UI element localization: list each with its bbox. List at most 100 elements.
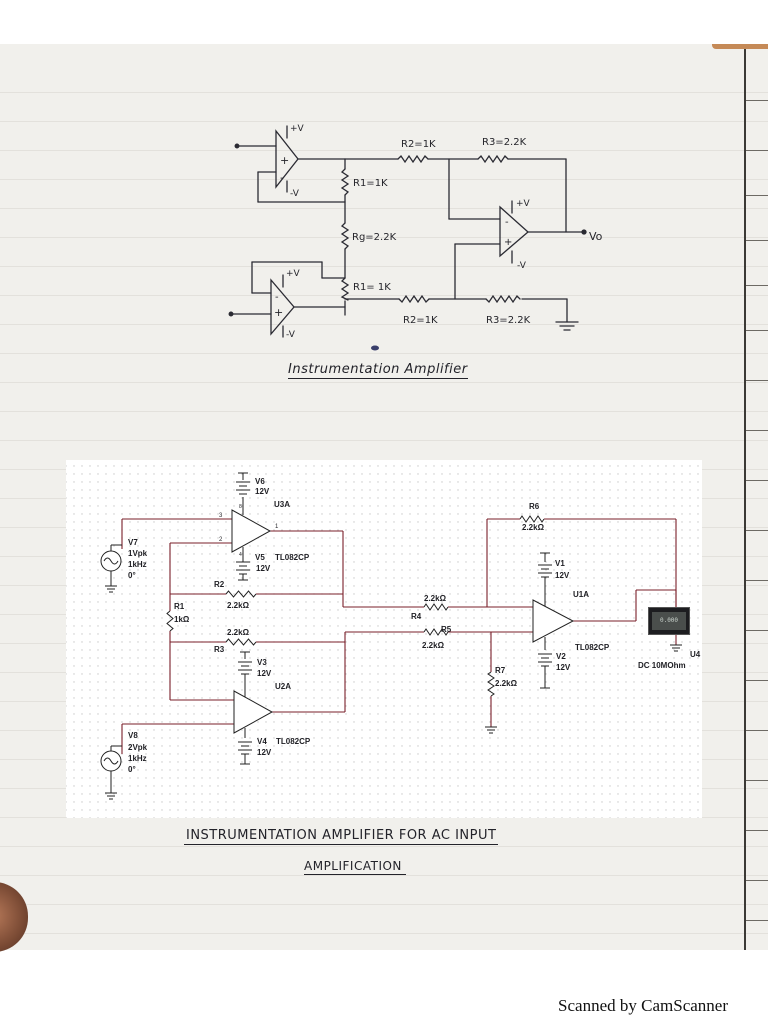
resistor-rg [340,222,350,250]
resistor-r3-bottom [485,294,521,304]
battery-v4 [238,741,252,765]
r2-bottom-label: R2=1K [403,315,438,326]
opamp-right [499,205,529,258]
multimeter-display: 0.000 [652,612,686,630]
resistor-r2 [225,590,257,598]
r1-top-label: R1=1K [353,178,388,189]
opamp-top-left [275,129,299,189]
ruled-line [0,353,768,354]
ground-v7 [105,585,117,593]
ground-v8 [105,792,117,800]
v7-frequency: 1kHz [128,560,147,569]
bottom-minus-sign: - [275,292,279,303]
page-edge-tab [746,730,768,731]
battery-v1 [538,552,552,594]
r3-top-label: R3=2.2K [482,137,527,148]
u3a-pin4: 4 [239,552,242,558]
r6-name: R6 [529,502,540,511]
u3a-pin3: 3 [219,513,223,519]
right-plus-sign: + [504,237,512,248]
opamp-u3a [231,509,272,553]
schematic-components [100,472,682,800]
multisim-schematic: 3 2 1 8 4 V6 12V U3A V5 12V TL082CP V7 1… [66,460,702,818]
ruled-line [0,411,768,412]
r3-name: R3 [214,645,225,654]
ground-symbol [555,321,579,331]
battery-v3 [238,651,252,682]
page-edge-tab [746,100,768,101]
ruled-line [0,266,768,267]
ruled-line [0,295,768,296]
v7-amplitude: 1Vpk [128,549,148,558]
resistor-r2-top [397,154,429,164]
ground-u4 [670,644,682,652]
resistor-r3 [225,638,257,646]
ruled-line [0,237,768,238]
page-edge-tab [746,530,768,531]
opamp-plus-sign: + [280,154,289,167]
ruled-line [0,208,768,209]
page-edge-tab [746,430,768,431]
v1-name: V1 [555,559,565,568]
r4-value: 2.2kΩ [424,594,447,603]
u3a-label: U3A [274,500,290,509]
r3-bottom-label: R3=2.2K [486,315,531,326]
opamp-u1a [532,599,575,643]
ruled-line [0,179,768,180]
v8-name: V8 [128,731,138,740]
v2-value: 12V [556,663,571,672]
right-supply-pos-label: +V [516,199,531,209]
v8-amplitude: 2Vpk [128,743,148,752]
output-vo-label: Vo [589,230,603,243]
u3a-pin1: 1 [275,524,279,530]
ruled-line [0,150,768,151]
ruled-line [0,324,768,325]
multimeter-u4: 0.000 [648,607,690,635]
rg-label: Rg=2.2K [352,232,397,243]
resistor-r1 [166,610,174,632]
ruled-line [0,92,768,93]
v3-value: 12V [257,669,272,678]
u3a-part-number: TL082CP [275,553,310,562]
ruled-line [0,904,768,905]
right-supply-neg-label: -V [517,261,527,271]
schematic-caption-line2: AMPLIFICATION [304,859,406,875]
page-edge-tab [746,630,768,631]
page-edge-tab [746,680,768,681]
page-edge-tab [746,380,768,381]
u1a-part-number: TL082CP [575,643,610,652]
battery-v5 [236,558,250,581]
u4-name: U4 [690,650,701,659]
resistor-r6 [519,515,545,523]
v6-name: V6 [255,477,265,486]
schematic-wires [121,518,677,754]
page-edge-tab [746,830,768,831]
schematic-caption-line1: INSTRUMENTATION AMPLIFIER FOR AC INPUT [184,828,499,845]
page-margin-line [744,44,746,950]
hand-drawn-labels: + - +V -V R1=1K Rg=2.2K R1= 1K R2=1K R3=… [274,124,603,340]
ruled-line [0,121,768,122]
page-edge-tab [746,195,768,196]
r7-name: R7 [495,666,506,675]
hand-diagram-title: Instrumentation Amplifier [288,362,468,379]
resistor-r4 [423,603,449,611]
page-edge-tab [746,880,768,881]
bottom-plus-sign: + [274,306,283,319]
page-edge-tab [746,580,768,581]
battery-v6 [236,472,250,495]
r5-value: 2.2kΩ [422,641,445,650]
v8-phase: 0° [128,765,136,774]
resistor-r1-top [340,168,350,196]
u3a-pin8: 8 [239,504,242,510]
u2a-label: U2A [275,682,291,691]
opamp-bottom-left [270,278,295,336]
hand-drawn-instrumentation-amplifier [228,125,587,338]
supply-pos-label: +V [290,124,305,134]
camscanner-watermark: Scanned by CamScanner [558,996,728,1015]
right-minus-sign: - [505,217,509,228]
v5-value: 12V [256,564,271,573]
r3-value: 2.2kΩ [227,628,250,637]
v3-name: V3 [257,658,267,667]
bottom-supply-pos-label: +V [286,269,301,279]
